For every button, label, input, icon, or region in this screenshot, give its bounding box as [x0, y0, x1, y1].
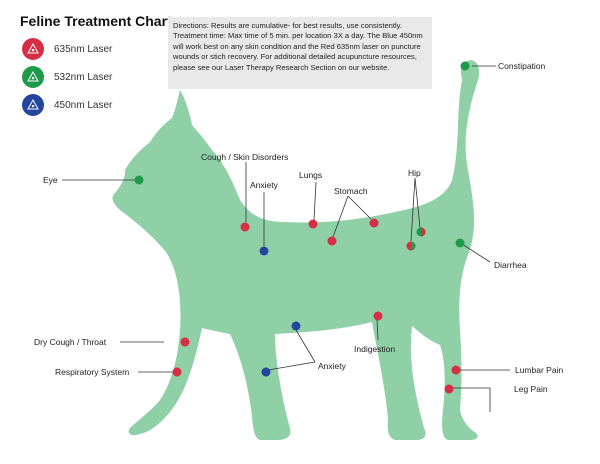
label-cough-skin: Cough / Skin Disorders — [201, 152, 288, 162]
label-stomach: Stomach — [334, 186, 368, 196]
point-diarrhea — [455, 238, 465, 248]
point-cough-skin — [240, 222, 250, 232]
point-anxiety-top — [259, 246, 269, 256]
label-anxiety-top: Anxiety — [250, 180, 279, 190]
legend-item-450nm: 450nm Laser — [22, 94, 112, 116]
label-lungs: Lungs — [299, 170, 322, 180]
cat-silhouette — [112, 60, 480, 441]
label-eye: Eye — [43, 175, 58, 185]
point-anxiety-bottom-1 — [291, 321, 301, 331]
point-lumbar-pain — [451, 365, 461, 375]
point-indigestion — [373, 311, 383, 321]
legend-label: 532nm Laser — [54, 71, 113, 83]
legend-item-635nm: 635nm Laser — [22, 38, 112, 60]
label-anxiety-bottom: Anxiety — [318, 361, 347, 371]
legend-label: 450nm Laser — [54, 99, 113, 111]
point-respiratory — [172, 367, 182, 377]
label-hip: Hip — [408, 168, 421, 178]
label-respiratory: Respiratory System — [55, 367, 129, 377]
label-indigestion: Indigestion — [354, 344, 395, 354]
point-hip-1 — [406, 241, 416, 251]
point-stomach-2 — [369, 218, 379, 228]
label-leg-pain: Leg Pain — [514, 384, 548, 394]
point-constipation — [460, 61, 470, 71]
legend-label: 635nm Laser — [54, 43, 113, 55]
laser-symbol-icon — [22, 66, 44, 88]
laser-symbol-icon — [22, 94, 44, 116]
point-leg-pain — [444, 384, 454, 394]
label-dry-cough: Dry Cough / Throat — [34, 337, 107, 347]
point-eye — [134, 175, 144, 185]
label-constipation: Constipation — [498, 61, 546, 71]
chart-title: Feline Treatment Chart — [20, 13, 172, 29]
point-dry-cough — [180, 337, 190, 347]
point-hip-2 — [416, 227, 426, 237]
directions-box: Directions: Results are cumulative- for … — [168, 17, 432, 89]
legend-item-532nm: 532nm Laser — [22, 66, 112, 88]
point-anxiety-bottom-2 — [261, 367, 271, 377]
leader-lines — [62, 65, 510, 412]
point-lungs — [308, 219, 318, 229]
laser-symbol-icon — [22, 38, 44, 60]
label-lumbar-pain: Lumbar Pain — [515, 365, 563, 375]
point-stomach-1 — [327, 236, 337, 246]
label-diarrhea: Diarrhea — [494, 260, 527, 270]
